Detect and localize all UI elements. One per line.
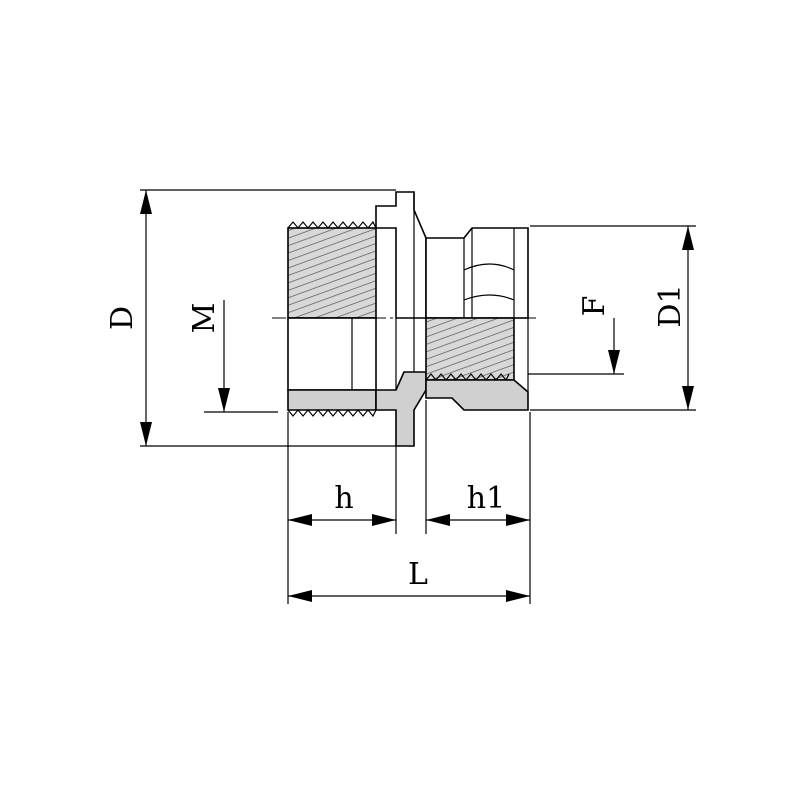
label-d1: D1 xyxy=(653,284,688,327)
hex-female-section xyxy=(425,227,529,411)
male-thread-section xyxy=(287,220,377,418)
label-h1: h1 xyxy=(467,481,505,516)
dimension-h1: h1 xyxy=(425,400,531,604)
label-h: h xyxy=(334,481,353,516)
flange-collar xyxy=(375,191,427,447)
label-d: D xyxy=(105,306,140,330)
dimension-d: D xyxy=(105,189,396,447)
dimension-h: h xyxy=(287,412,397,604)
dimension-m: M xyxy=(187,300,278,413)
dimension-d1: D1 xyxy=(530,225,696,411)
dimension-l: L xyxy=(288,557,530,602)
label-f: F xyxy=(577,296,612,317)
label-m: M xyxy=(187,303,222,334)
label-l: L xyxy=(408,557,428,592)
dimension-f: F xyxy=(528,296,624,375)
